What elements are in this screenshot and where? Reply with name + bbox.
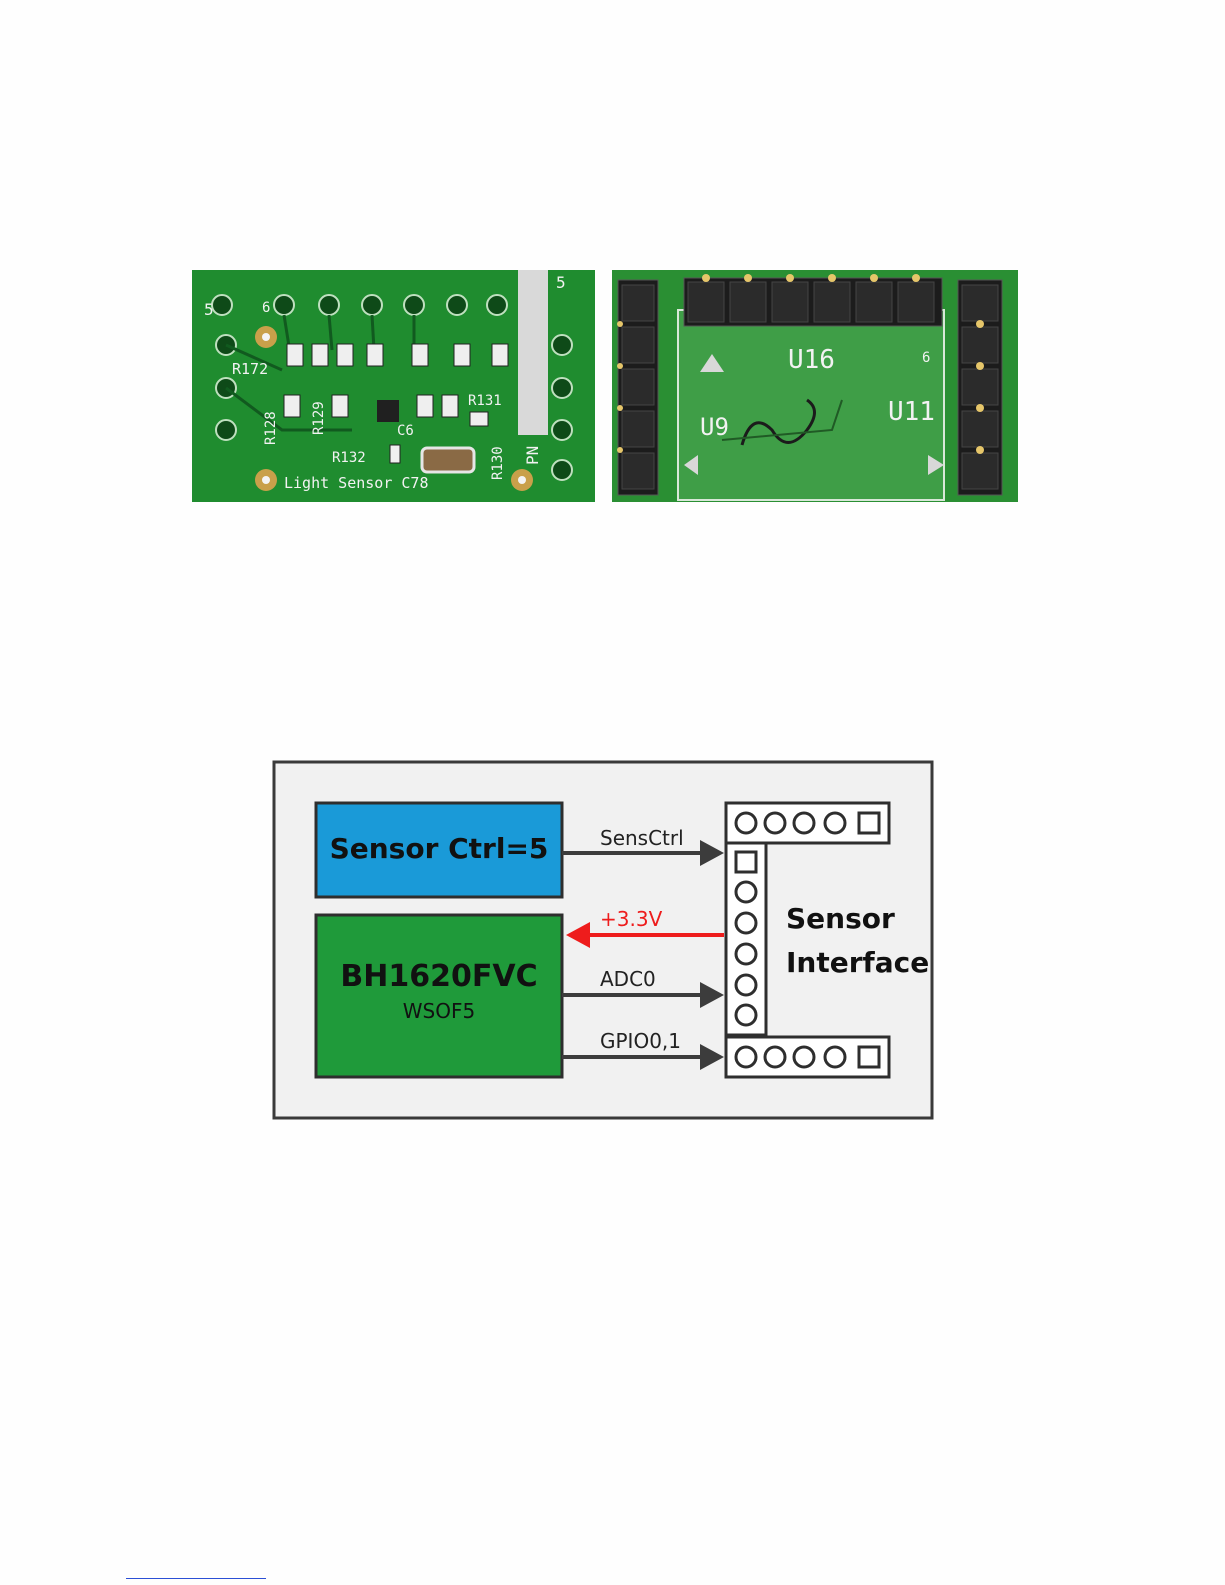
header-pin — [362, 295, 382, 315]
silk-pin-5-right: 5 — [556, 273, 566, 292]
silk-pin-6: 6 — [262, 300, 270, 316]
sticker — [518, 270, 548, 435]
header-pin — [552, 378, 572, 398]
gpio-label: GPIO0,1 — [600, 1029, 681, 1053]
smd-resistor — [284, 395, 300, 417]
power-label: +3.3V — [600, 907, 663, 931]
smd-resistor — [412, 344, 428, 366]
silk-pin-6: 6 — [922, 350, 930, 366]
header-pin — [319, 295, 339, 315]
header-pin — [216, 420, 236, 440]
smd-resistor — [332, 395, 348, 417]
silk-light-sensor: Light Sensor C78 — [284, 474, 429, 492]
smd-resistor — [470, 412, 488, 426]
header-pin — [212, 295, 232, 315]
silk-r130: R130 — [490, 446, 506, 480]
smd-resistor — [390, 445, 400, 463]
smd-resistor — [492, 344, 508, 366]
silk-r131: R131 — [468, 393, 502, 409]
silk-u9: U9 — [700, 413, 729, 441]
silk-pn: PN — [523, 446, 542, 465]
interface-label-line1: Sensor — [786, 902, 895, 935]
light-sensor-board-photo: 5 6 5 R172 R128 R129 R131 R132 R130 C6 P… — [192, 270, 595, 502]
interface-label-line2: Interface — [786, 946, 929, 979]
silk-u16: U16 — [788, 345, 835, 375]
smd-resistor — [337, 344, 353, 366]
chip-name: BH1620FVC — [340, 959, 537, 994]
sensor-interface-board-photo: U16 U9 U11 6 — [612, 270, 1018, 502]
silk-pin-5: 5 — [204, 300, 214, 319]
silk-r128: R128 — [263, 411, 279, 445]
smd-resistor — [367, 344, 383, 366]
header-pin — [404, 295, 424, 315]
chip-block — [316, 915, 562, 1077]
header-pin — [487, 295, 507, 315]
adc-label: ADC0 — [600, 967, 656, 991]
sensctrl-label: SensCtrl — [600, 826, 684, 850]
silk-c6: C6 — [397, 423, 414, 439]
smd-resistor — [454, 344, 470, 366]
sensor-ctrl-label: Sensor Ctrl=5 — [330, 832, 549, 865]
smd-resistor — [442, 395, 458, 417]
header-pin — [552, 420, 572, 440]
chip-package: WSOF5 — [403, 999, 475, 1023]
silk-u11: U11 — [888, 397, 935, 427]
sensor-block-diagram: Sensor Ctrl=5 BH1620FVC WSOF5 Sensor Int… — [272, 760, 936, 1122]
footnote-separator — [126, 1578, 266, 1579]
header-pin — [274, 295, 294, 315]
header-pin — [447, 295, 467, 315]
light-sensor-chip — [377, 400, 399, 422]
header-pin — [552, 335, 572, 355]
smd-resistor — [312, 344, 328, 366]
smd-resistor — [287, 344, 303, 366]
smd-resistor — [417, 395, 433, 417]
silk-r132: R132 — [332, 450, 366, 466]
header-pin — [552, 460, 572, 480]
capacitor-c78 — [422, 448, 474, 472]
silk-r129: R129 — [311, 401, 327, 435]
silk-r172: R172 — [232, 360, 268, 378]
